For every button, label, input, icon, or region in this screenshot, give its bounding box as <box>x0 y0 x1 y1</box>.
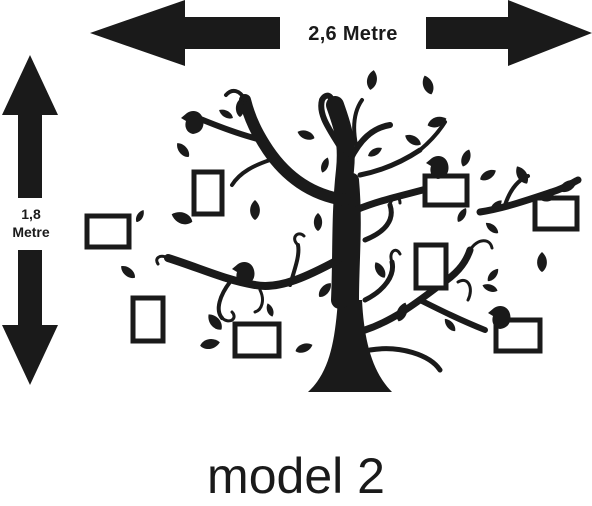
bird-icon <box>181 111 204 134</box>
height-unit: Metre <box>12 224 50 240</box>
leaf-icon <box>318 283 331 297</box>
leaf-icon <box>321 157 329 173</box>
leaf-icon <box>516 166 529 184</box>
frame-lower-left <box>130 295 166 344</box>
leaf-icon <box>396 302 408 322</box>
frame-top-left <box>191 169 225 217</box>
leaf-icon <box>171 212 193 225</box>
leaf-icon <box>537 252 547 272</box>
leaf-icon <box>219 109 233 119</box>
leaf-icon <box>559 180 577 193</box>
frame-far-right <box>532 195 580 232</box>
leaf-icon <box>461 149 471 167</box>
birds <box>181 111 511 329</box>
tree-silhouette <box>155 88 582 392</box>
width-dimension-label: 2,6 Metre <box>308 22 398 45</box>
leaf-icon <box>480 169 496 181</box>
leaf-icon <box>208 314 222 330</box>
width-arrow <box>90 0 592 66</box>
leaf-icon <box>374 262 386 278</box>
leaf-icon <box>366 70 377 90</box>
leaf-icon <box>427 116 447 128</box>
model-caption: model 2 <box>207 448 385 504</box>
leaf-icon <box>200 339 220 350</box>
frame-middle-right <box>413 242 449 291</box>
leaf-icon <box>121 266 135 279</box>
height-arrow <box>2 55 58 385</box>
height-value: 1,8 <box>21 206 41 222</box>
leaf-icon <box>487 268 499 282</box>
leaf-icon <box>482 284 498 292</box>
leaf-icon <box>250 200 260 220</box>
bird-icon <box>426 156 449 179</box>
leaf-icon <box>295 343 313 353</box>
leaf-icon <box>485 222 499 234</box>
leaf-icon <box>297 130 315 140</box>
leaf-icon <box>444 318 456 332</box>
leaf-icon <box>266 303 274 317</box>
frame-bottom-center <box>232 321 282 359</box>
leaf-icon <box>422 75 434 95</box>
frame-upper-right <box>422 173 470 208</box>
bird-icon <box>488 306 511 329</box>
leaf-icon <box>313 213 323 231</box>
leaf-icon <box>368 147 382 157</box>
leaves <box>121 70 577 353</box>
leaf-icon <box>540 194 556 202</box>
leaf-icon <box>235 99 245 117</box>
leaf-icon <box>135 209 144 223</box>
frame-far-left <box>84 213 132 250</box>
leaf-icon <box>405 134 421 146</box>
leaf-icon <box>457 208 467 222</box>
height-dimension-label: 1,8 Metre <box>0 200 62 246</box>
bird-icon <box>232 262 255 285</box>
leaf-icon <box>490 200 502 212</box>
leaf-icon <box>177 143 190 157</box>
photo-frames <box>84 169 580 359</box>
